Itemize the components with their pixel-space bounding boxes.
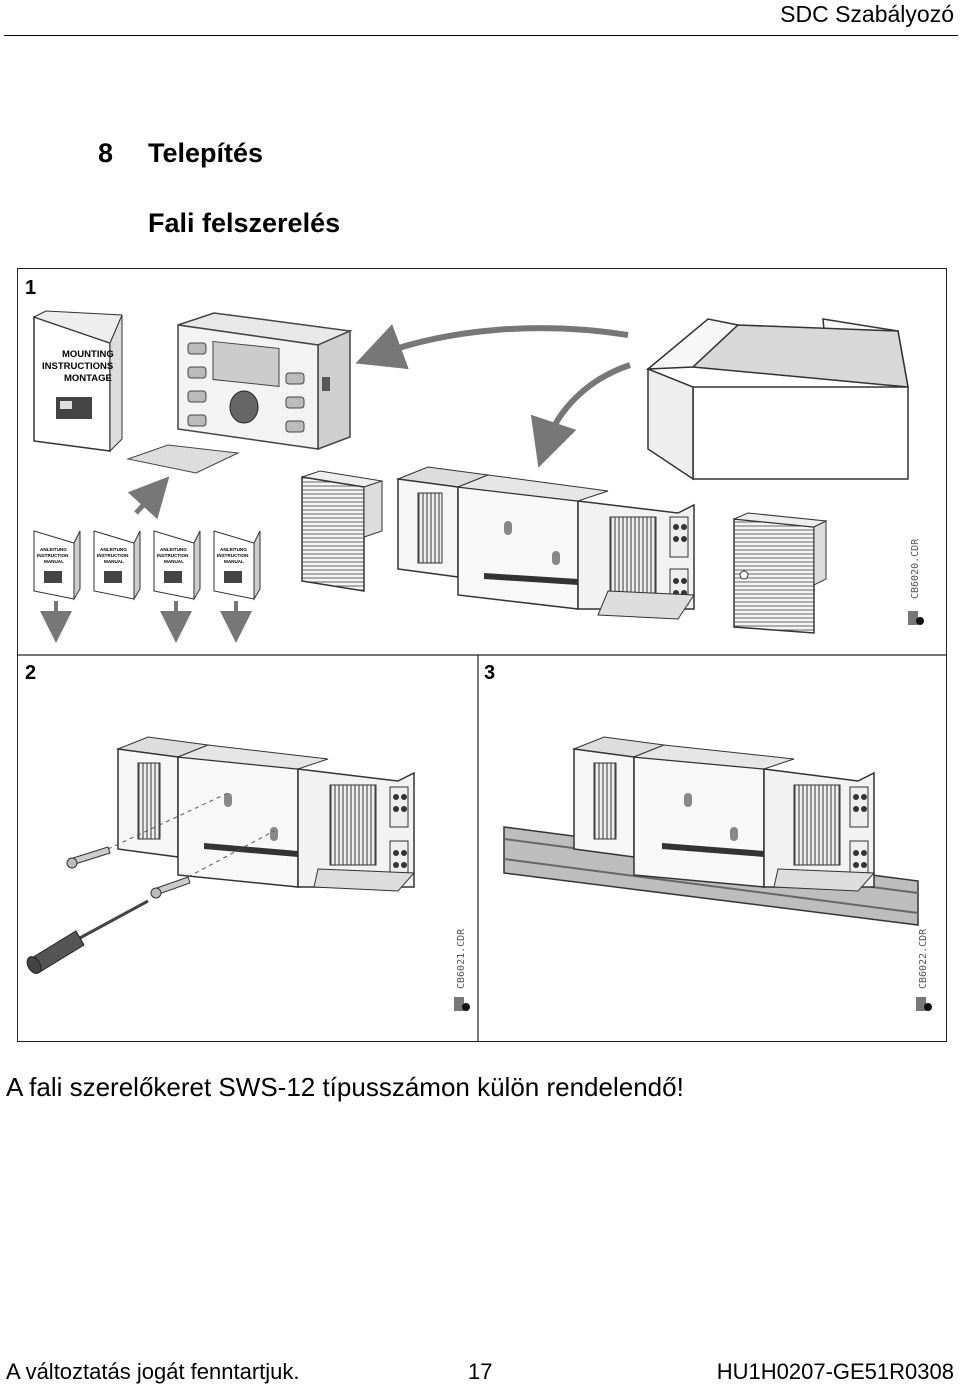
frame-on-rail [572,736,876,892]
svg-text:INSTRUCTIONS: INSTRUCTIONS [42,361,113,372]
running-header-title: SDC Szabályozó [780,1,954,27]
section-heading: 8 Telepítés [98,136,263,170]
svg-text:MONTAGE: MONTAGE [64,373,112,384]
installation-figure: 1 2 3 MOUNTING INSTRUCTIONS MONTAGE [17,268,947,1042]
svg-text:ANLEITUNG: ANLEITUNG [40,547,67,552]
panel-2-code: CB6021.CDR [456,928,467,989]
siemens-mark-icon [454,997,470,1011]
svg-text:INSTRUCTION: INSTRUCTION [157,553,189,558]
panel-1-code: CB6020.CDR [910,538,921,599]
section-number: 8 [98,138,114,168]
svg-text:MOUNTING: MOUNTING [62,349,114,360]
svg-text:INSTRUCTION: INSTRUCTION [217,553,249,558]
panel-2-label: 2 [25,662,36,684]
panel-1-label: 1 [25,277,36,299]
header-rule [4,35,958,36]
frame-screw-mounting [66,736,416,899]
arrow-to-controller [355,324,629,370]
manual-sheet [126,444,240,474]
panel-3-label: 3 [484,662,495,684]
svg-text:INSTRUCTION: INSTRUCTION [37,553,69,558]
packaging-box [645,318,909,481]
installation-illustration: 1 2 3 MOUNTING INSTRUCTIONS MONTAGE [18,277,946,1041]
controller-unit [177,312,353,451]
svg-text:MANUAL: MANUAL [164,559,184,564]
footer-rights-text: A változtatás jogát fenntartjuk. [6,1359,300,1384]
terminal-cover-left [301,470,383,592]
panel-3-code: CB6022.CDR [918,928,929,989]
subsection-title: Fali felszerelés [148,208,341,238]
svg-text:ANLEITUNG: ANLEITUNG [220,547,247,552]
siemens-mark-icon [916,997,932,1011]
svg-text:MANUAL: MANUAL [44,559,64,564]
mounting-frame [396,466,695,620]
mounting-manual-booklet: MOUNTING INSTRUCTIONS MONTAGE [32,310,123,453]
screwdriver-icon [26,899,149,974]
arrow-up-manual [127,476,170,520]
manual-set: ANLEITUNG INSTRUCTION MANUAL ANLEITUNG I… [33,530,261,643]
page-number: 17 [468,1359,493,1384]
siemens-mark-icon [908,611,924,625]
arrow-to-frame [530,362,631,468]
ordering-note: A fali szerelőkeret SWS-12 típusszámon k… [6,1072,684,1102]
page-footer: A változtatás jogát fenntartjuk. 17 HU1H… [0,1357,960,1387]
svg-text:ANLEITUNG: ANLEITUNG [100,547,127,552]
svg-text:ANLEITUNG: ANLEITUNG [160,547,187,552]
svg-text:MANUAL: MANUAL [104,559,124,564]
svg-text:MANUAL: MANUAL [224,559,244,564]
document-id: HU1H0207-GE51R0308 [716,1359,954,1384]
svg-text:INSTRUCTION: INSTRUCTION [97,553,129,558]
terminal-cover-right [733,512,828,634]
section-title: Telepítés [148,138,264,168]
